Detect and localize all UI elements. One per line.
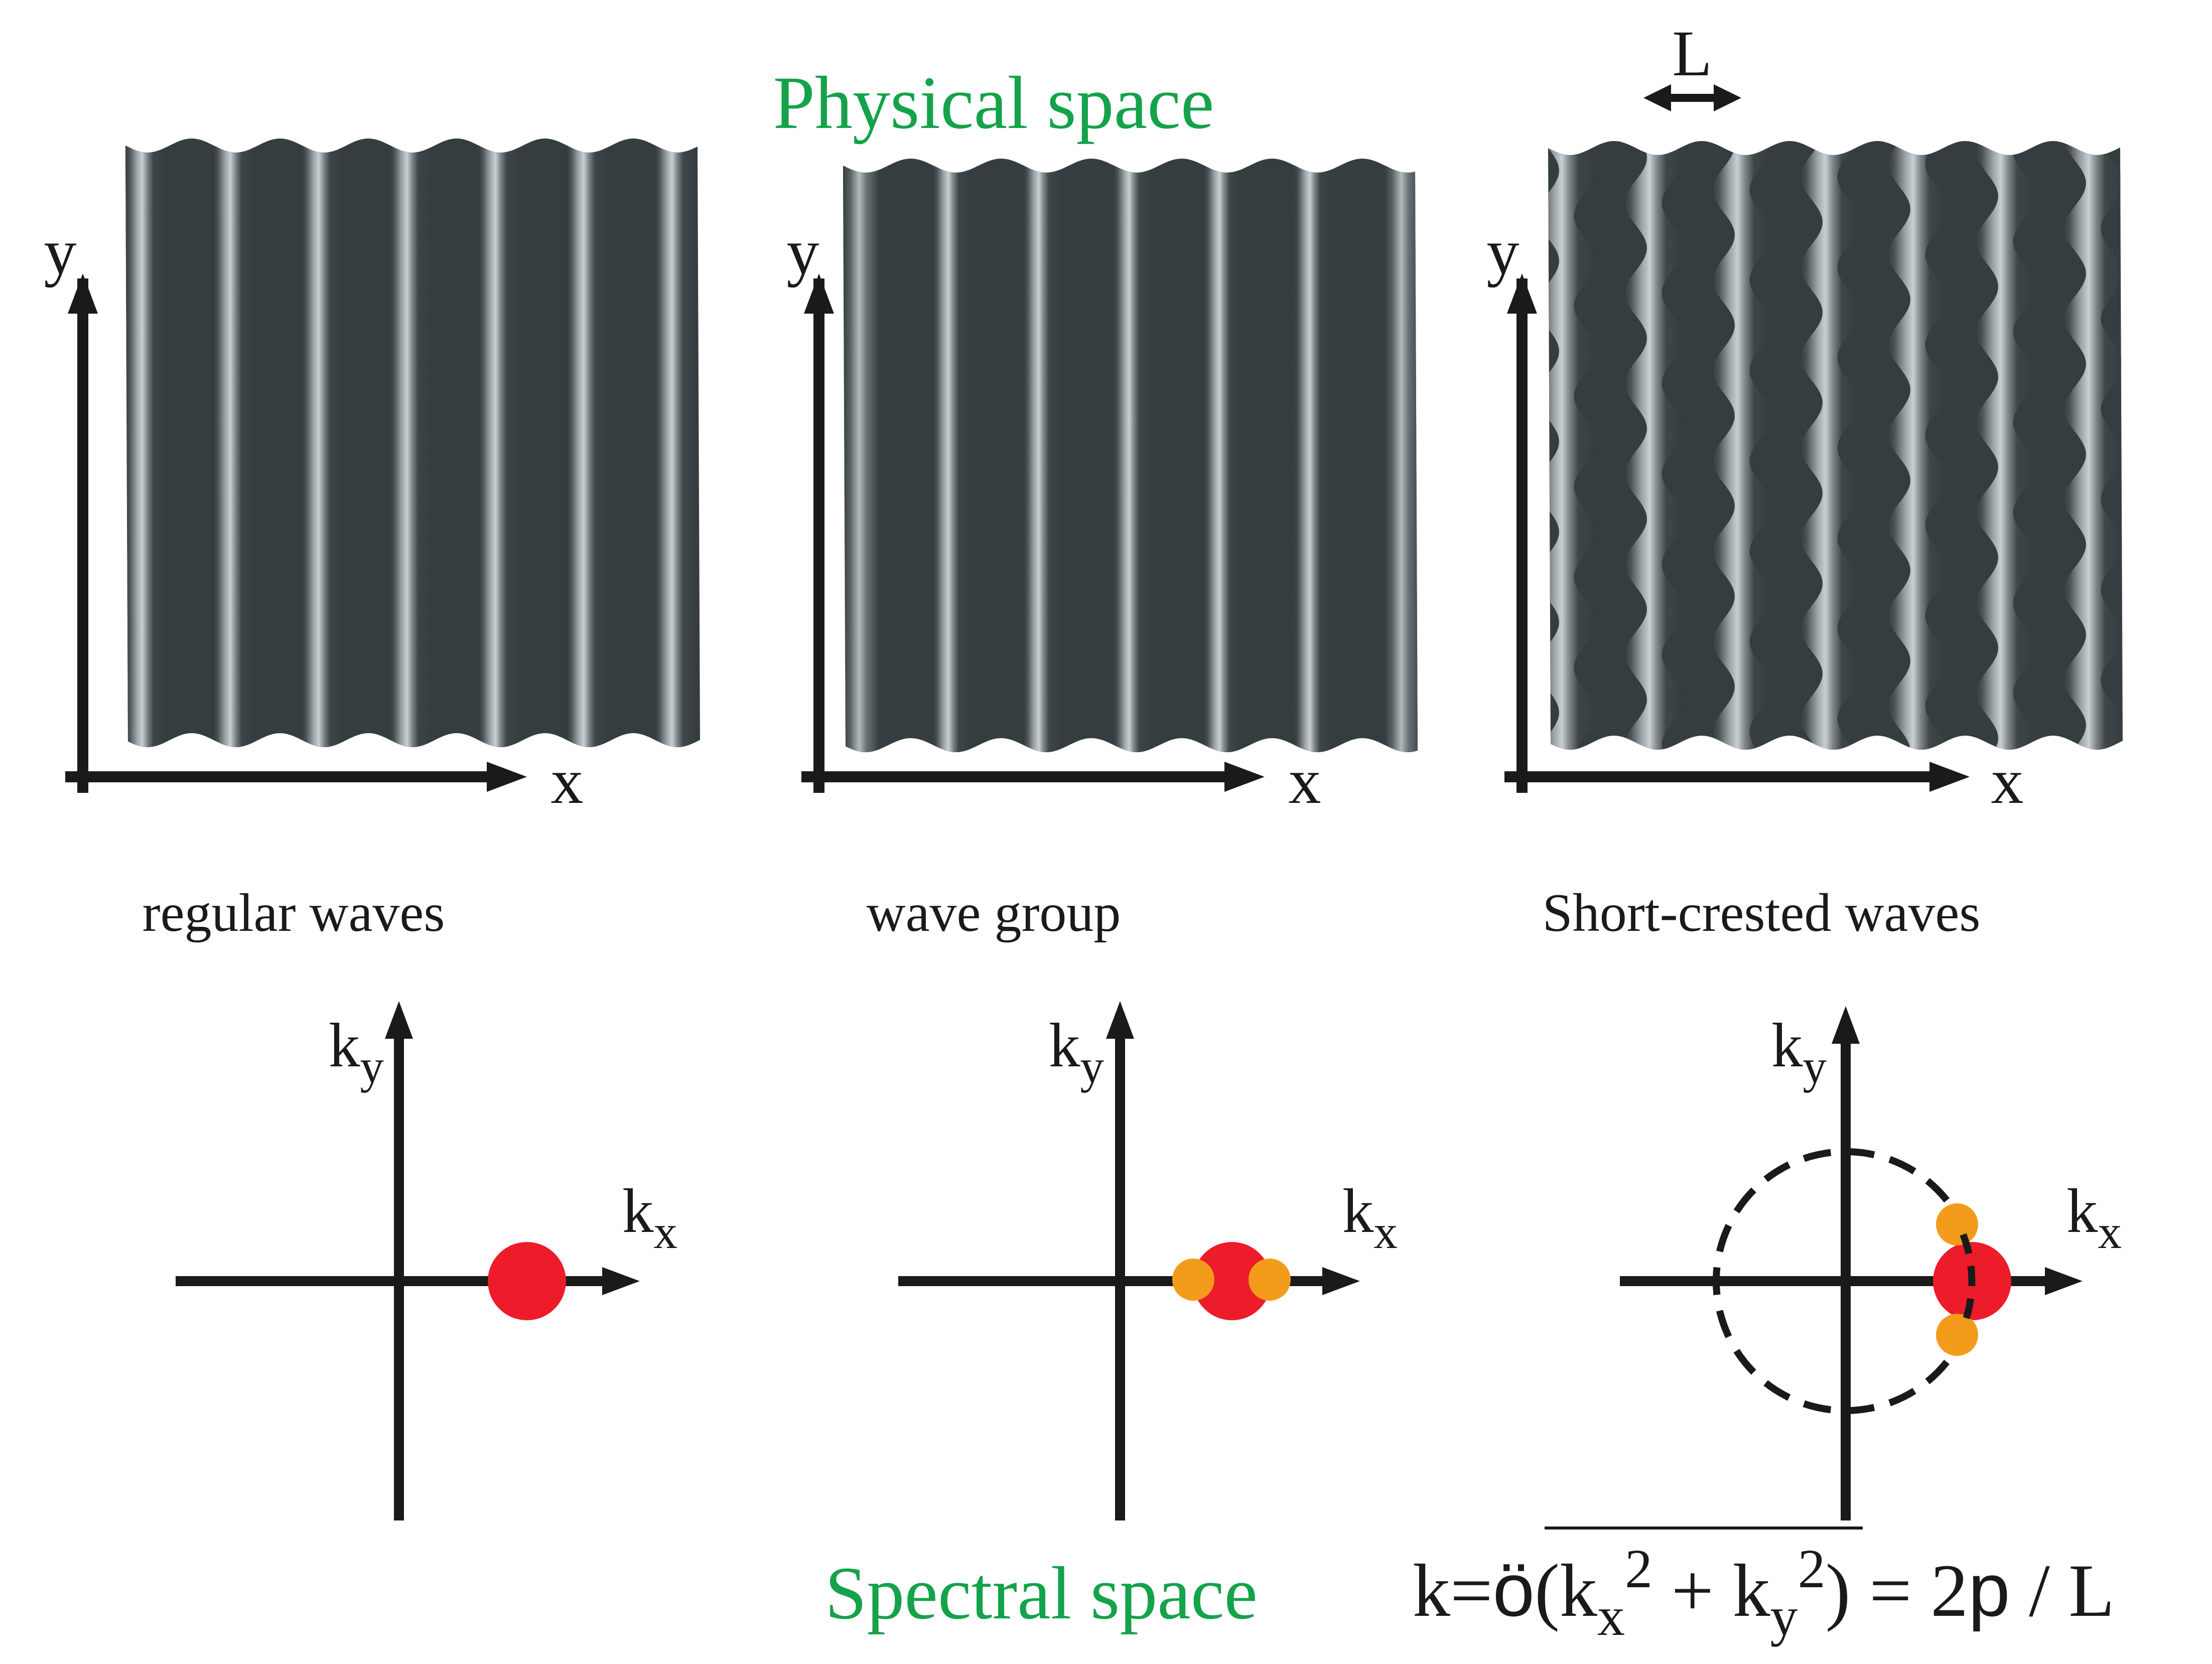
x-axis-arrowhead [1929,762,1970,792]
oblique-sideband-peak [1936,1314,1978,1356]
wave-crest [1204,159,1240,753]
wave-crest [933,159,970,753]
ky-axis-arrowhead [385,1001,413,1039]
regular-waves-spectrum: kx ky [176,1001,677,1520]
kx-label: kx [622,1177,677,1259]
x-axis-label: x [1991,745,2024,817]
x-axis-label: x [551,745,584,817]
wave-crest [1713,141,1772,750]
ky-axis-arrowhead [1832,1006,1860,1044]
ky-label: ky [329,1011,384,1093]
x-axis-arrowhead [1224,762,1265,792]
ky-label: ky [1771,1011,1827,1093]
wave-crest [567,138,607,747]
ky-label: ky [1049,1011,1104,1093]
wavenumber-formula: k=ö(kx2 + ky2) = 2p / L [1413,1527,2115,1647]
kx-label: kx [2066,1177,2122,1259]
panel-caption: wave group [867,883,1121,943]
panel-caption: regular waves [143,883,445,943]
kx-label: kx [1342,1177,1398,1259]
wave-crest [479,138,519,747]
physical-axes: y x [44,216,584,817]
physical-axes: y x [1487,216,2024,817]
y-axis-arrowhead [68,273,98,314]
kx-axis-arrowhead [1322,1267,1360,1295]
wavelength-label: L [1672,18,1712,90]
wave-crest [1385,159,1418,753]
wave-crest [390,138,431,747]
wavelength-arrow-left-head [1643,84,1671,111]
physical-space-title: Physical space [773,61,1214,145]
y-axis-label: y [787,216,819,288]
wavelength-marker: L [1643,18,1741,111]
wave-crest [1888,141,1948,750]
wave-crest [1625,141,1684,750]
y-axis-arrowhead [804,273,834,314]
wave-group-field [843,159,1418,753]
formula-text: k=ö(kx2 + ky2) = 2p / L [1413,1538,2115,1647]
wave-crest [843,159,879,753]
regular-waves-panel: y x regular waves [44,130,783,943]
wave-crest [2152,133,2211,755]
physical-axes: y x [787,216,1321,817]
wave-crest [1548,141,1596,750]
ky-axis-arrowhead [1106,1001,1134,1039]
wavelength-arrow-right-head [1714,84,1741,111]
wavenumber-circle-overlay [1960,1233,1976,1329]
x-axis-arrowhead [487,762,527,792]
regular-wave-field [125,130,783,755]
wave-crest [655,138,696,747]
y-axis-label: y [44,216,77,288]
wave-group-panel: y x wave group [787,159,1418,943]
primary-spectral-peak [488,1242,566,1320]
short-crested-waves-panel: y x L Short-crested waves [1487,18,2211,943]
wave-crest [1024,159,1060,753]
sideband-peak [1172,1259,1214,1301]
y-axis-arrowhead [1507,273,1537,314]
y-axis-label: y [1487,216,1519,288]
wave-crest [744,130,783,755]
wave-group-spectrum: kx ky [898,1001,1398,1520]
oblique-sideband-peak [1936,1203,1978,1245]
wave-crest [214,138,254,747]
wave-crest [1801,141,1860,750]
short-crested-wave-field [1548,133,2211,755]
wave-crest [2064,141,2123,750]
x-axis-label: x [1289,745,1321,817]
primary-spectral-peak [1193,1242,1271,1320]
sideband-peak [1249,1259,1291,1301]
spectral-space-title: Spectral space [825,1552,1258,1635]
wave-crest [1114,159,1150,753]
panel-caption: Short-crested waves [1543,883,1981,943]
wave-crest [302,138,342,747]
wave-crest [1976,141,2035,750]
wave-crest [1295,159,1331,753]
short-crested-spectrum: kx ky [1620,1006,2122,1520]
kx-axis-arrowhead [2045,1267,2083,1295]
wave-crest [125,138,166,747]
kx-axis-arrowhead [602,1267,640,1295]
